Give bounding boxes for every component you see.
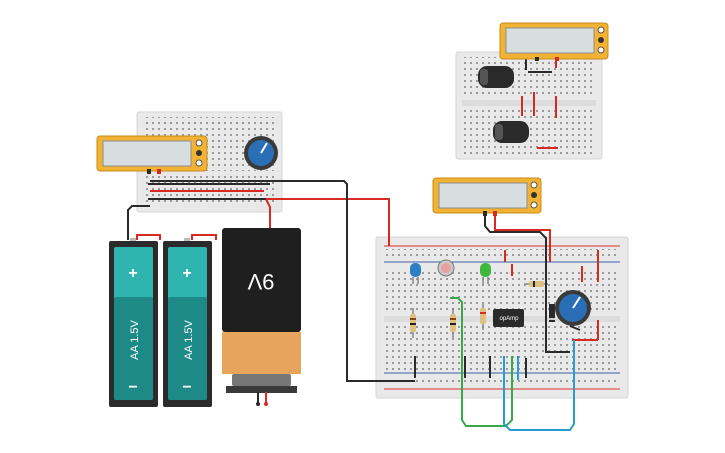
diode-icon[interactable] (549, 304, 555, 322)
aa-battery-left[interactable]: + − AA 1.5V (109, 238, 158, 407)
potentiometer-icon[interactable] (244, 136, 278, 170)
breadboard-main[interactable]: opAmp (375, 236, 629, 399)
photoresistor-icon[interactable] (437, 259, 455, 277)
led-icon[interactable] (410, 263, 421, 284)
breadboard-top-right[interactable] (455, 51, 603, 160)
resistor-icon[interactable] (524, 281, 548, 287)
wires[interactable] (127, 180, 575, 431)
battery-minus-label: − (182, 379, 191, 396)
battery-plus-label: + (182, 265, 191, 282)
resistor-icon[interactable] (450, 308, 456, 338)
multimeter-icon[interactable] (96, 135, 208, 174)
battery-plus-label: + (128, 265, 137, 282)
resistor-icon[interactable] (410, 308, 416, 338)
multimeter-icon[interactable] (499, 22, 609, 61)
battery-voltage-label: AA 1.5V (183, 319, 195, 359)
battery-9v[interactable]: 9V (222, 228, 301, 406)
battery-voltage-label: AA 1.5V (129, 319, 141, 359)
aa-battery-right[interactable]: + − AA 1.5V (163, 238, 212, 407)
resistor-icon[interactable] (480, 304, 486, 330)
potentiometer-icon[interactable] (555, 290, 591, 326)
battery-9v-label: 9V (247, 269, 274, 294)
opamp-label: opAmp (499, 316, 519, 322)
multimeter-icon[interactable] (432, 177, 542, 216)
opamp-chip[interactable]: opAmp (493, 309, 524, 327)
battery-minus-label: − (128, 379, 137, 396)
led-icon[interactable] (480, 263, 491, 284)
